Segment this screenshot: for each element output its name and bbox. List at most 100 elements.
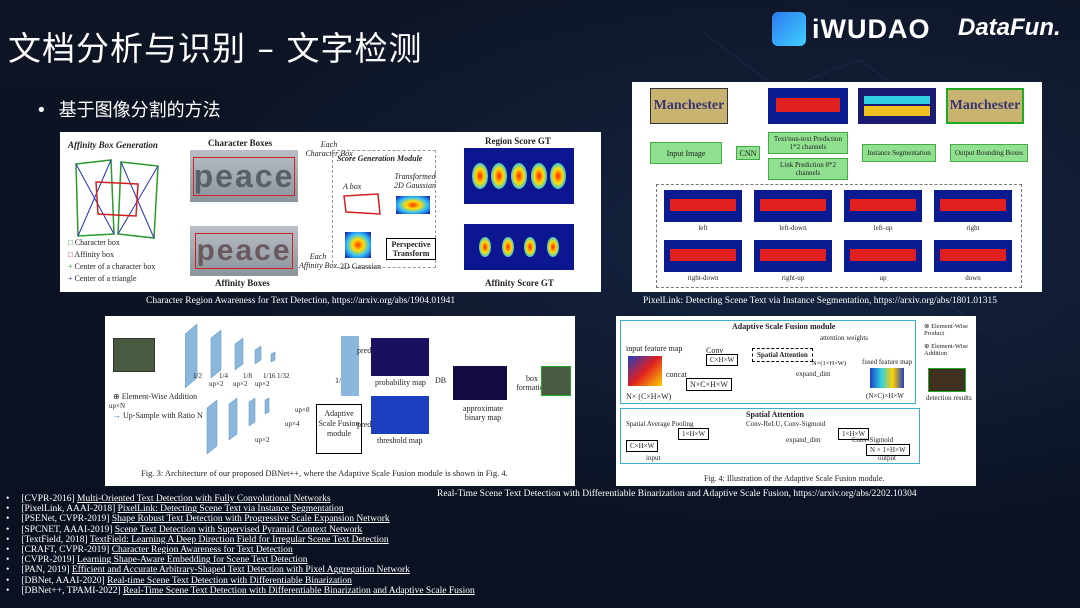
affinity-score-map (464, 224, 574, 270)
affinity-diagram (75, 159, 159, 239)
reference-link[interactable]: Shape Robust Text Detection with Progres… (111, 514, 390, 525)
expand-dim-label-bottom: expand_dim (786, 436, 821, 444)
approx-binary-map-label: approximate binary map (463, 404, 503, 422)
legend-character-box: □ Character box (68, 238, 120, 247)
link-map (754, 240, 832, 272)
asf-figure-caption: Fig. 4: Illustration of the Adaptive Sca… (704, 474, 885, 483)
scale-label: 1/4 (219, 372, 228, 380)
scale-label: 1/2 (193, 372, 202, 380)
reference-venue: [DBNet, AAAI-2020] (21, 575, 105, 586)
approx-binary-map (453, 366, 507, 400)
dbnet-input-image (113, 338, 155, 372)
link-map-label: up (879, 274, 887, 282)
reference-venue: [PixelLink, AAAI-2018] (21, 504, 116, 515)
character-boxes-image: peace (190, 150, 298, 202)
asf-module-border (620, 320, 916, 404)
adaptive-scale-fusion-box: Adaptive Scale Fusion module (316, 404, 362, 454)
link-map (844, 190, 922, 222)
upsample-label: up×2 (255, 380, 270, 388)
sa-output-label: output (878, 454, 896, 462)
reference-item: [PSENet, CVPR-2019] Shape Robust Text De… (6, 514, 475, 524)
iwudao-logo: iWUDAO (772, 12, 930, 46)
dbnet-caption: Real-Time Scene Text Detection with Diff… (437, 489, 917, 499)
affinity-box-generation-label: Affinity Box Generation (68, 140, 158, 150)
sa-title: Spatial Attention (746, 410, 805, 419)
dbnet-figure-caption: Fig. 3: Architecture of our proposed DBN… (141, 468, 508, 478)
reference-link[interactable]: Efficient and Accurate Arbitrary-Shaped … (71, 565, 410, 576)
link-map-label: left-down (779, 224, 807, 232)
dbnet-output-image (541, 366, 571, 396)
upsample-label: up×2 (255, 436, 270, 444)
scale-label: 1/32 (277, 372, 290, 380)
reference-venue: [SPCNET, AAAI-2019] (21, 524, 113, 535)
reference-link[interactable]: Real-time Scene Text Detection with Diff… (107, 575, 352, 586)
pred-label-bottom: pred (357, 420, 372, 429)
legend-element-add: ⊕ Element-Wise Addition (113, 392, 198, 401)
reference-link[interactable]: Learning Shape-Aware Embedding for Scene… (77, 555, 308, 566)
link-map (664, 190, 742, 222)
fused-feature-map (870, 368, 904, 388)
probability-map (371, 338, 429, 376)
iwudao-logo-text: iWUDAO (812, 13, 931, 44)
db-label: DB (435, 376, 447, 385)
datafun-logo: DataFun. (958, 14, 1061, 41)
affinity-boxes-image: peace (190, 226, 298, 276)
reference-item: [DBNet++, TPAMI-2022] Real-Time Scene Te… (6, 585, 475, 596)
pixellink-figure: Manchester Manchester Input Image CNN Te… (632, 82, 1042, 292)
upsample-label: up×8 (295, 406, 310, 414)
reference-link[interactable]: TextField: Learning A Deep Direction Fie… (89, 534, 389, 545)
reference-link[interactable]: Multi-Oriented Text Detection with Fully… (77, 494, 331, 504)
input-feature-stack (628, 356, 662, 386)
link-map-label: left-up (873, 224, 893, 232)
instance-seg-map (858, 88, 936, 124)
affinity-boxes-label: Affinity Boxes (215, 278, 270, 288)
text-prediction-box: Text/non-text Prediction 1*2 channels (768, 132, 848, 154)
fused-map-label: fused feature map (862, 358, 913, 366)
each-affinity-box-label: Each Affinity Box (299, 252, 337, 270)
link-map-label: left (698, 224, 708, 232)
word-peace-bottom: peace (195, 233, 293, 269)
reference-link[interactable]: Scene Text Detection with Supervised Pyr… (114, 524, 363, 535)
sa-chw-box: C×H×W (626, 440, 659, 452)
threshold-map-label: threshold map (377, 436, 423, 445)
text-pred-map (768, 88, 848, 124)
link-map-label: right-up (781, 274, 805, 282)
spatial-avg-pooling-label: Spatial Average Pooling (626, 420, 694, 428)
backbone-pyramid (185, 323, 276, 455)
asf-figure: Adaptive Scale Fusion module input featu… (616, 316, 976, 486)
spatial-attention-border (620, 408, 920, 464)
region-score-gt-label: Region Score GT (485, 136, 551, 146)
link-map-label: right (966, 224, 980, 232)
output-sign-image: Manchester (946, 88, 1024, 124)
link-map (934, 240, 1012, 272)
conv-relu-label: Conv-ReLU, Conv-Sigmoid (746, 420, 826, 428)
cnn-box: CNN (736, 146, 760, 160)
legend-upn: up×N (109, 402, 126, 410)
reference-link[interactable]: Character Region Awareness for Text Dete… (111, 545, 293, 556)
reference-link[interactable]: Real-Time Scene Text Detection with Diff… (123, 585, 475, 596)
transformed-gaussian-image (396, 196, 430, 214)
reference-venue: [CRAFT, CVPR-2019] (21, 545, 110, 556)
legend-center-char: + Center of a character box (68, 262, 156, 271)
feature-block-top (341, 336, 359, 396)
threshold-map (371, 396, 429, 434)
link-map-label: right-down (687, 274, 719, 282)
reference-link[interactable]: PixelLink: Detecting Scene Text via Inst… (117, 504, 344, 515)
legend-addition: ⊕ Element-Wise Addition (924, 343, 968, 357)
one-hw-box-1: 1×H×W (678, 428, 710, 440)
region-score-map (464, 148, 574, 204)
scale-label: 1/8 (243, 372, 252, 380)
link-map (664, 240, 742, 272)
reference-item: [TextField, 2018] TextField: Learning A … (6, 535, 475, 545)
link-prediction-box: Link Prediction 8*2 channels (768, 158, 848, 180)
detection-results-label: detection results (926, 394, 972, 402)
concat-label: concat (666, 370, 687, 379)
a-box-label: A box (343, 182, 362, 191)
craft-caption: Character Region Awareness for Text Dete… (146, 296, 456, 306)
nchw-box: N×C×H×W (686, 378, 732, 391)
perspective-transform-box: Perspective Transform (386, 238, 436, 260)
box-formation-label: box formation (516, 374, 548, 392)
legend-product: ⊗ Element-Wise Product (924, 323, 968, 337)
legend-affinity-box: □ Affinity box (68, 250, 115, 259)
